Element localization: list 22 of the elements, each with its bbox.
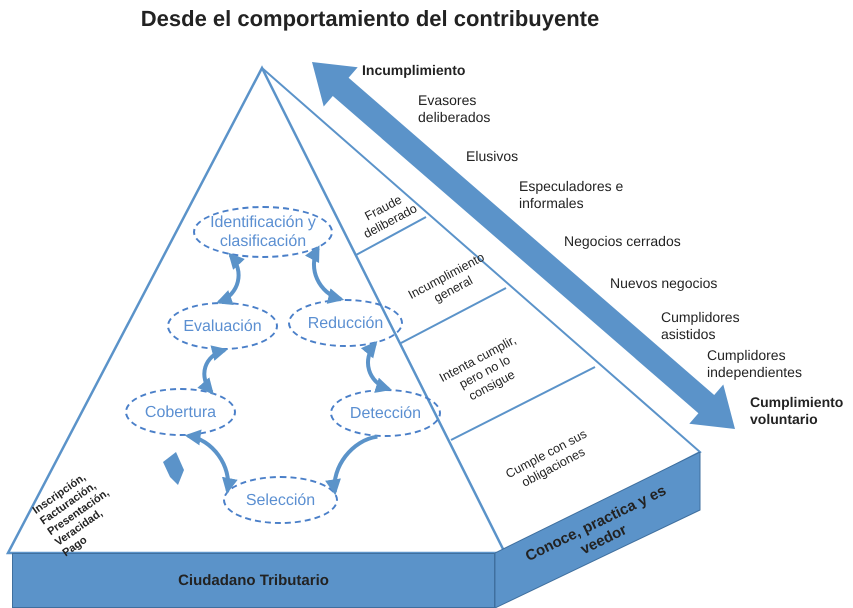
stage-ellipse: Reducción xyxy=(288,299,403,347)
arrow xyxy=(306,245,344,303)
stage-ellipse: Detección xyxy=(330,389,441,437)
scale-label: Especuladores e informales xyxy=(519,178,624,212)
scale-label: Cumplidores asistidos xyxy=(661,309,741,343)
scale-label: Cumplimiento voluntario xyxy=(750,394,844,428)
title: Desde el comportamiento del contribuyente xyxy=(140,6,600,32)
scale-label: Negocios cerrados xyxy=(564,233,682,250)
scale-label: Evasores deliberados xyxy=(418,92,492,126)
scale-label: Cumplidores independientes xyxy=(707,347,803,381)
stage-ellipse: Evaluación xyxy=(167,302,278,350)
stage-ellipse: Cobertura xyxy=(125,388,236,436)
scale-label: Nuevos negocios xyxy=(610,275,718,292)
arrow xyxy=(361,340,392,392)
scale-label: Incumplimiento xyxy=(362,62,466,79)
arrow xyxy=(184,430,237,494)
stage-ellipse: Selección xyxy=(223,476,338,524)
arrow xyxy=(198,346,228,395)
scale-label: Elusivos xyxy=(466,148,520,165)
arrow xyxy=(216,252,245,304)
arrow xyxy=(326,434,378,496)
stage-ellipse: Identificación y clasificación xyxy=(193,206,333,258)
